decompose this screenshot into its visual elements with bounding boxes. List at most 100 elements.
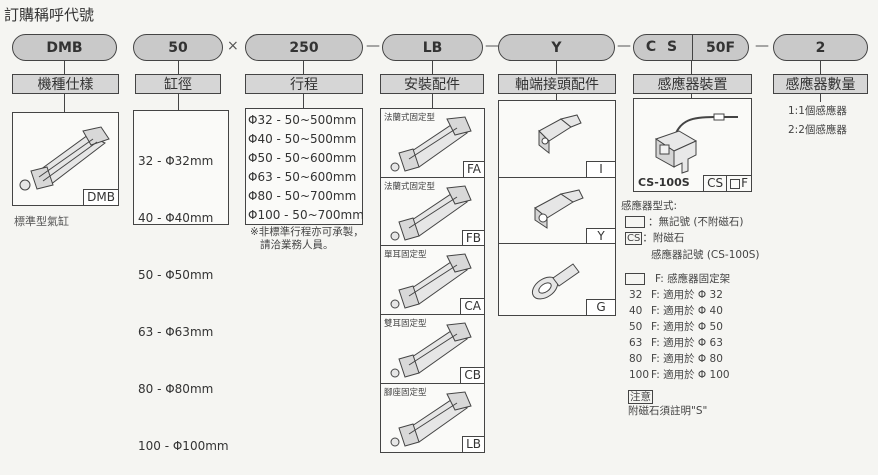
sensor-model: CS-100S xyxy=(638,176,690,189)
bracket-row: 63 F: 適用於 Φ 63 xyxy=(621,335,760,351)
bracket-size: 40 xyxy=(629,305,643,317)
blank-box-icon xyxy=(625,273,645,285)
dash-1: — xyxy=(366,38,380,54)
sensor-legend: 感應器型式: ：無記號 (不附磁石) CS：附磁石 感應器記號 (CS-100S… xyxy=(621,198,760,418)
rod-end-tag: I xyxy=(586,161,615,177)
code-sensor-cs: C S xyxy=(634,35,693,60)
mount-type-name: 法蘭式固定型 xyxy=(384,181,436,192)
bracket-row: 32 F: 適用於 Φ 32 xyxy=(621,287,760,303)
stroke-row: Φ32 - 50~500mm xyxy=(248,113,357,127)
sensor-image xyxy=(654,113,738,174)
mount-tag: CB xyxy=(460,367,484,384)
code-sensor-bracket: 50F xyxy=(705,39,736,56)
rod-end-tag: Y xyxy=(586,227,615,244)
stroke-row: Φ80 - 50~700mm xyxy=(248,189,357,203)
code-sensor: C S 50F xyxy=(633,34,749,61)
qty-option: 2:2個感應器 xyxy=(788,124,847,136)
cylinder-image xyxy=(390,116,472,172)
mount-option-ca: 單耳固定型 CA xyxy=(380,245,485,316)
cylinder-image xyxy=(390,391,472,447)
rod-end-g-image xyxy=(531,263,580,300)
label-rod-end: 軸端接頭配件 xyxy=(498,74,616,94)
model-tag: DMB xyxy=(83,189,118,205)
bore-row: 80 - Φ80mm xyxy=(138,382,214,396)
sensor-cs-desc: ：附磁石 xyxy=(642,232,685,244)
bracket-desc: F: 適用於 Φ 50 xyxy=(651,321,723,333)
note-text: 附磁石須註明"S" xyxy=(628,405,708,417)
sensor-image-box: CS-100S CS F xyxy=(633,98,752,192)
rod-end-i-image xyxy=(538,114,582,155)
label-model: 機種仕樣 xyxy=(12,74,119,94)
code-model: DMB xyxy=(12,34,117,61)
mount-tag: CA xyxy=(460,298,484,315)
bracket-desc: F: 適用於 Φ 100 xyxy=(651,369,730,381)
bracket-size: 80 xyxy=(629,353,643,365)
stroke-row: Φ40 - 50~500mm xyxy=(248,132,357,146)
bracket-desc: F: 適用於 Φ 63 xyxy=(651,337,723,349)
label-bore: 缸徑 xyxy=(135,74,221,94)
cs-box: CS xyxy=(625,232,643,245)
label-mount: 安裝配件 xyxy=(380,74,484,94)
note-label: 注意 xyxy=(628,390,653,404)
dash-3: — xyxy=(617,38,631,54)
model-image-box: DMB xyxy=(12,112,119,206)
cylinder-image xyxy=(19,126,110,191)
stroke-row: Φ100 - 50~700mm xyxy=(248,208,364,222)
mount-tag: FA xyxy=(462,161,484,177)
label-stroke: 行程 xyxy=(245,74,363,94)
stroke-note-line: ※非標準行程亦可承製， xyxy=(250,226,364,238)
page-title: 訂購稱呼代號 xyxy=(4,6,95,24)
sensor-cs-code: 感應器記號 (CS-100S) xyxy=(651,249,760,261)
dash-2: — xyxy=(485,38,499,54)
bracket-size: 63 xyxy=(629,337,643,349)
mount-type-name: 法蘭式固定型 xyxy=(384,113,436,123)
rod-end-option-y: Y xyxy=(498,176,616,245)
bracket-size: 32 xyxy=(629,289,643,301)
rod-end-option-g: G xyxy=(498,243,616,317)
code-bore: 50 xyxy=(133,34,223,61)
stroke-table: Φ32 - 50~500mm Φ40 - 50~500mm Φ50 - 50~6… xyxy=(245,108,364,225)
model-caption: 標準型氣缸 xyxy=(14,215,69,228)
sensor-f-desc: F: 感應器固定架 xyxy=(655,273,731,285)
bracket-row: 80 F: 適用於 Φ 80 xyxy=(621,351,760,367)
stroke-note-line: 請洽業務人員。 xyxy=(260,239,334,251)
mount-type-name: 單耳固定型 xyxy=(384,250,427,261)
sensor-type-heading: 感應器型式: xyxy=(621,200,678,212)
label-qty: 感應器數量 xyxy=(773,74,868,94)
mount-option-fa: 法蘭式固定型 FA xyxy=(380,108,485,178)
sensor-none-desc: ：無記號 (不附磁石) xyxy=(648,216,744,228)
bracket-row: 50 F: 適用於 Φ 50 xyxy=(621,319,760,335)
rod-end-option-i: I xyxy=(498,100,616,178)
bore-row: 100 - Φ100mm xyxy=(138,439,229,453)
rod-end-tag: G xyxy=(586,299,615,316)
sensor-tag-cs: CS xyxy=(703,175,727,191)
dash-4: — xyxy=(755,38,769,54)
code-sensor-qty: 2 xyxy=(773,34,868,61)
mount-tag: LB xyxy=(462,435,484,452)
code-rod-end: Y xyxy=(498,34,615,61)
qty-option: 1:1個感應器 xyxy=(788,105,847,117)
bracket-desc: F: 適用於 Φ 80 xyxy=(651,353,723,365)
cylinder-image xyxy=(390,185,472,241)
cylinder-image xyxy=(390,253,472,310)
bore-row: 63 - Φ63mm xyxy=(138,325,214,339)
bracket-size: 50 xyxy=(629,321,643,333)
bore-row: 32 - Φ32mm xyxy=(138,154,214,168)
code-mount: LB xyxy=(382,34,483,61)
sensor-tag-f-label: F xyxy=(741,176,748,190)
stroke-row: Φ63 - 50~600mm xyxy=(248,170,357,184)
code-stroke: 250 xyxy=(245,34,363,61)
stroke-note: ※非標準行程亦可承製， 請洽業務人員。 xyxy=(250,226,364,252)
bracket-desc: F: 適用於 Φ 32 xyxy=(651,289,723,301)
blank-box-icon xyxy=(625,216,645,228)
stroke-row: Φ50 - 50~600mm xyxy=(248,151,357,165)
sensor-tag-row: CS-100S CS F xyxy=(634,175,751,191)
label-sensor: 感應器裝置 xyxy=(633,74,752,94)
bore-row: 50 - Φ50mm xyxy=(138,268,214,282)
rod-end-y-image xyxy=(534,189,584,229)
